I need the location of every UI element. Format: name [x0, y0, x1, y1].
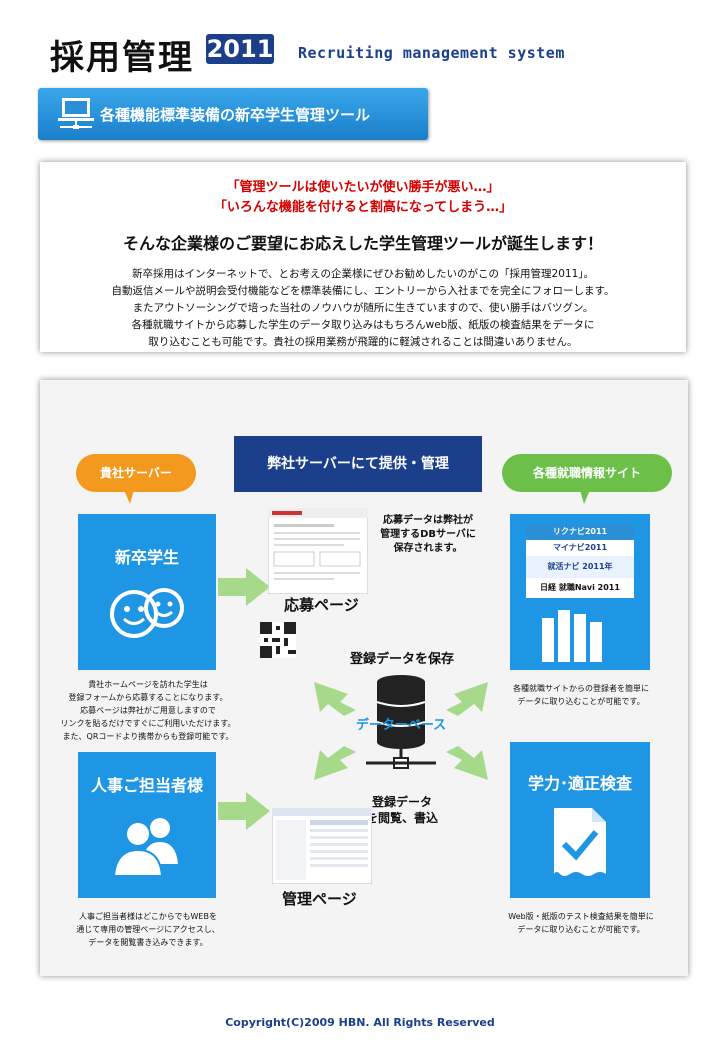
apply-page-label: 応募ページ: [284, 596, 359, 614]
database-label: データーベース: [355, 718, 447, 733]
intro-line: 自動返信メールや説明会受付機能などを標準装備にし、エントリーから入社までを完全に…: [111, 285, 615, 297]
english-subtitle: Recruiting management system: [298, 44, 565, 62]
year-badge: 2011: [206, 34, 274, 64]
admin-page-thumbnail: [272, 808, 372, 884]
hr-box-title: 人事ご担当者様: [78, 772, 216, 796]
test-box-title: 学力･適正検査: [510, 770, 650, 794]
site-logo: リクナビ2011: [526, 524, 634, 540]
intro-line: 新卒採用はインターネットで、とお考えの企業様にぜひお勧めしたいのがこの「採用管理…: [131, 268, 595, 280]
application-page-thumbnail: [268, 508, 368, 594]
right-speech-bubble: [502, 454, 672, 504]
banner-text: 各種機能標準装備の新卒学生管理ツール: [100, 106, 371, 124]
job-sites-caption: 各種就職サイトからの登録者を簡単に データに取り込むことが可能です。: [513, 684, 649, 706]
save-note: 登録データを保存: [349, 652, 454, 667]
checked-document-icon: [554, 808, 606, 876]
lead-text: そんな企業様のご要望にお応えした学生管理ツールが誕生します！: [122, 234, 603, 253]
intro-line: 取り込むことも可能です。貴社の採用業務が飛躍的に軽減されることは間違いありません…: [148, 336, 578, 348]
quote-1: 「管理ツールは使いたいが使い勝手が悪い…」: [226, 180, 500, 195]
test-caption: Web版・紙版のテスト検査結果を簡単に データに取り込むことが可能です。: [508, 912, 654, 934]
arrow-right-icon: [218, 568, 270, 606]
feature-banner: [38, 88, 428, 140]
site-logo: マイナビ2011: [552, 543, 608, 552]
users-icon: [112, 818, 178, 877]
right-bubble-label: 各種就職情報サイト: [532, 466, 641, 480]
documents-icon: [542, 610, 602, 662]
browse-note: 登録データ を閲覧、書込: [365, 795, 438, 825]
database-hub: [314, 675, 488, 780]
page-title: 採用管理: [50, 38, 194, 78]
admin-page-label: 管理ページ: [282, 890, 357, 908]
intro-box: [40, 162, 686, 352]
center-heading: 弊社サーバーにて提供・管理: [234, 436, 482, 492]
qr-code-icon: [260, 622, 296, 658]
site-logos: リクナビ2011 マイナビ2011 就活ナビ 2011年 日経 就職Navi 2…: [526, 524, 634, 598]
left-speech-bubble: [76, 454, 196, 504]
student-caption: 貴社ホームページを訪れた学生は 登録フォームから応募することになります。 応募ペ…: [60, 680, 236, 741]
hr-caption: 人事ご担当者様はどこからでもWEBを 通じて専用の管理ページにアクセスし、 デー…: [76, 912, 220, 947]
arrow-right-icon: [218, 792, 270, 830]
smiley-faces-icon: [110, 588, 184, 638]
apply-note: 応募データは弊社が 管理するDBサーバに 保存されます。: [380, 515, 476, 554]
student-box-title: 新卒学生: [78, 544, 216, 568]
intro-line: 各種就職サイトから応募した学生のデータ取り込みはもちろんweb版、紙版の検査結果…: [131, 319, 595, 331]
site-logo: 日経 就職Navi 2011: [540, 583, 620, 592]
quote-2: 「いろんな機能を付けると割高になってしまう…」: [213, 200, 513, 215]
site-logo: 就活ナビ 2011年: [526, 556, 634, 578]
copyright: Copyright(C)2009 HBN. All Rights Reserve…: [225, 1016, 495, 1029]
laptop-network-icon: [58, 98, 94, 129]
left-bubble-label: 貴社サーバー: [100, 466, 172, 480]
student-box: [78, 514, 216, 670]
intro-line: またアウトソーシングで培った当社のノウハウが随所に生きていますので、使い勝手はバ…: [132, 302, 594, 314]
